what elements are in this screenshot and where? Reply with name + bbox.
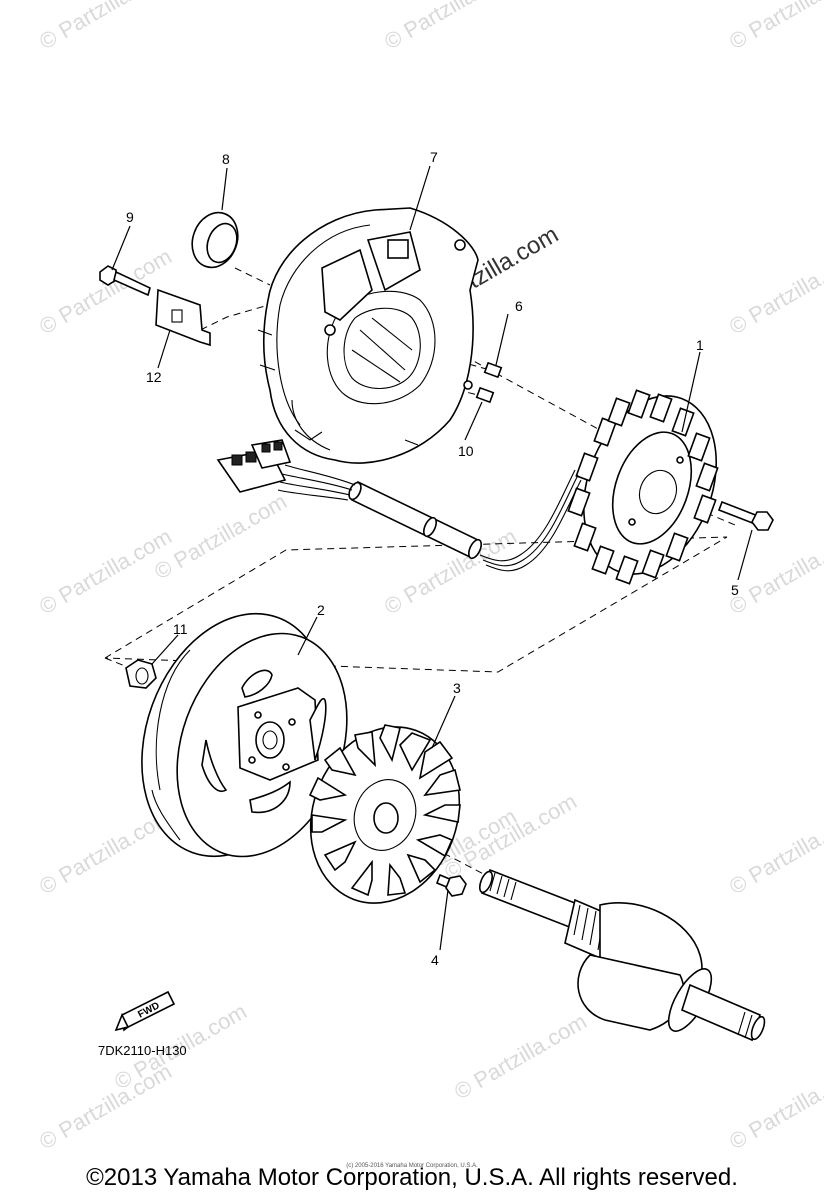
bracket-part-12 <box>155 288 211 347</box>
watermark: © Partzilla.com <box>725 1059 824 1155</box>
callout-5: 5 <box>731 582 739 598</box>
diagram-code: 7DK2110-H130 <box>98 1043 187 1058</box>
cover-part-7 <box>257 207 479 464</box>
watermark: © Partzilla.com <box>450 1009 591 1105</box>
watermark: © Partzilla.com <box>725 804 824 900</box>
leader-lines <box>111 165 753 951</box>
fwd-arrow: FWD <box>114 990 176 1032</box>
callout-labels: 1 2 3 4 5 6 7 8 9 10 11 12 <box>126 149 739 968</box>
bolt-part-5 <box>717 500 774 531</box>
fan-part-3 <box>308 724 461 904</box>
watermark: © Partzilla.com <box>725 244 824 340</box>
callout-6: 6 <box>515 298 523 314</box>
bolt-part-9 <box>99 265 151 297</box>
fan-blades <box>308 724 461 897</box>
callout-1: 1 <box>696 337 704 353</box>
bolt-part-4 <box>435 873 467 897</box>
dowel-pin-part-10 <box>475 386 495 404</box>
copyright-notice: ©2013 Yamaha Motor Corporation, U.S.A. A… <box>86 1164 738 1191</box>
callout-9: 9 <box>126 209 134 225</box>
callout-2: 2 <box>317 602 325 618</box>
watermark: © Partzilla.com <box>35 0 176 54</box>
crankshaft <box>478 868 766 1042</box>
fwd-label: FWD <box>136 1000 161 1020</box>
callout-11: 11 <box>173 621 188 637</box>
callout-12: 12 <box>146 369 162 385</box>
callout-3: 3 <box>453 680 461 696</box>
watermark: © Partzilla.com <box>150 489 291 585</box>
callout-4: 4 <box>431 952 439 968</box>
watermark: © Partzilla.com <box>725 0 824 54</box>
small-copyright: (c) 2005-2016 Yamaha Motor Corporation, … <box>346 1163 478 1169</box>
callout-7: 7 <box>430 149 438 165</box>
grommet-part-8 <box>191 211 239 269</box>
dowel-pin-part-6 <box>483 361 503 379</box>
nut-part-11 <box>125 659 157 689</box>
callout-10: 10 <box>458 443 474 459</box>
rotor-part-2 <box>141 612 348 858</box>
watermark: © Partzilla.com <box>380 0 521 54</box>
stator-part-1 <box>216 389 719 585</box>
watermark: © Partzilla.com <box>35 244 176 340</box>
stator-teeth <box>567 389 719 585</box>
callout-8: 8 <box>222 151 230 167</box>
